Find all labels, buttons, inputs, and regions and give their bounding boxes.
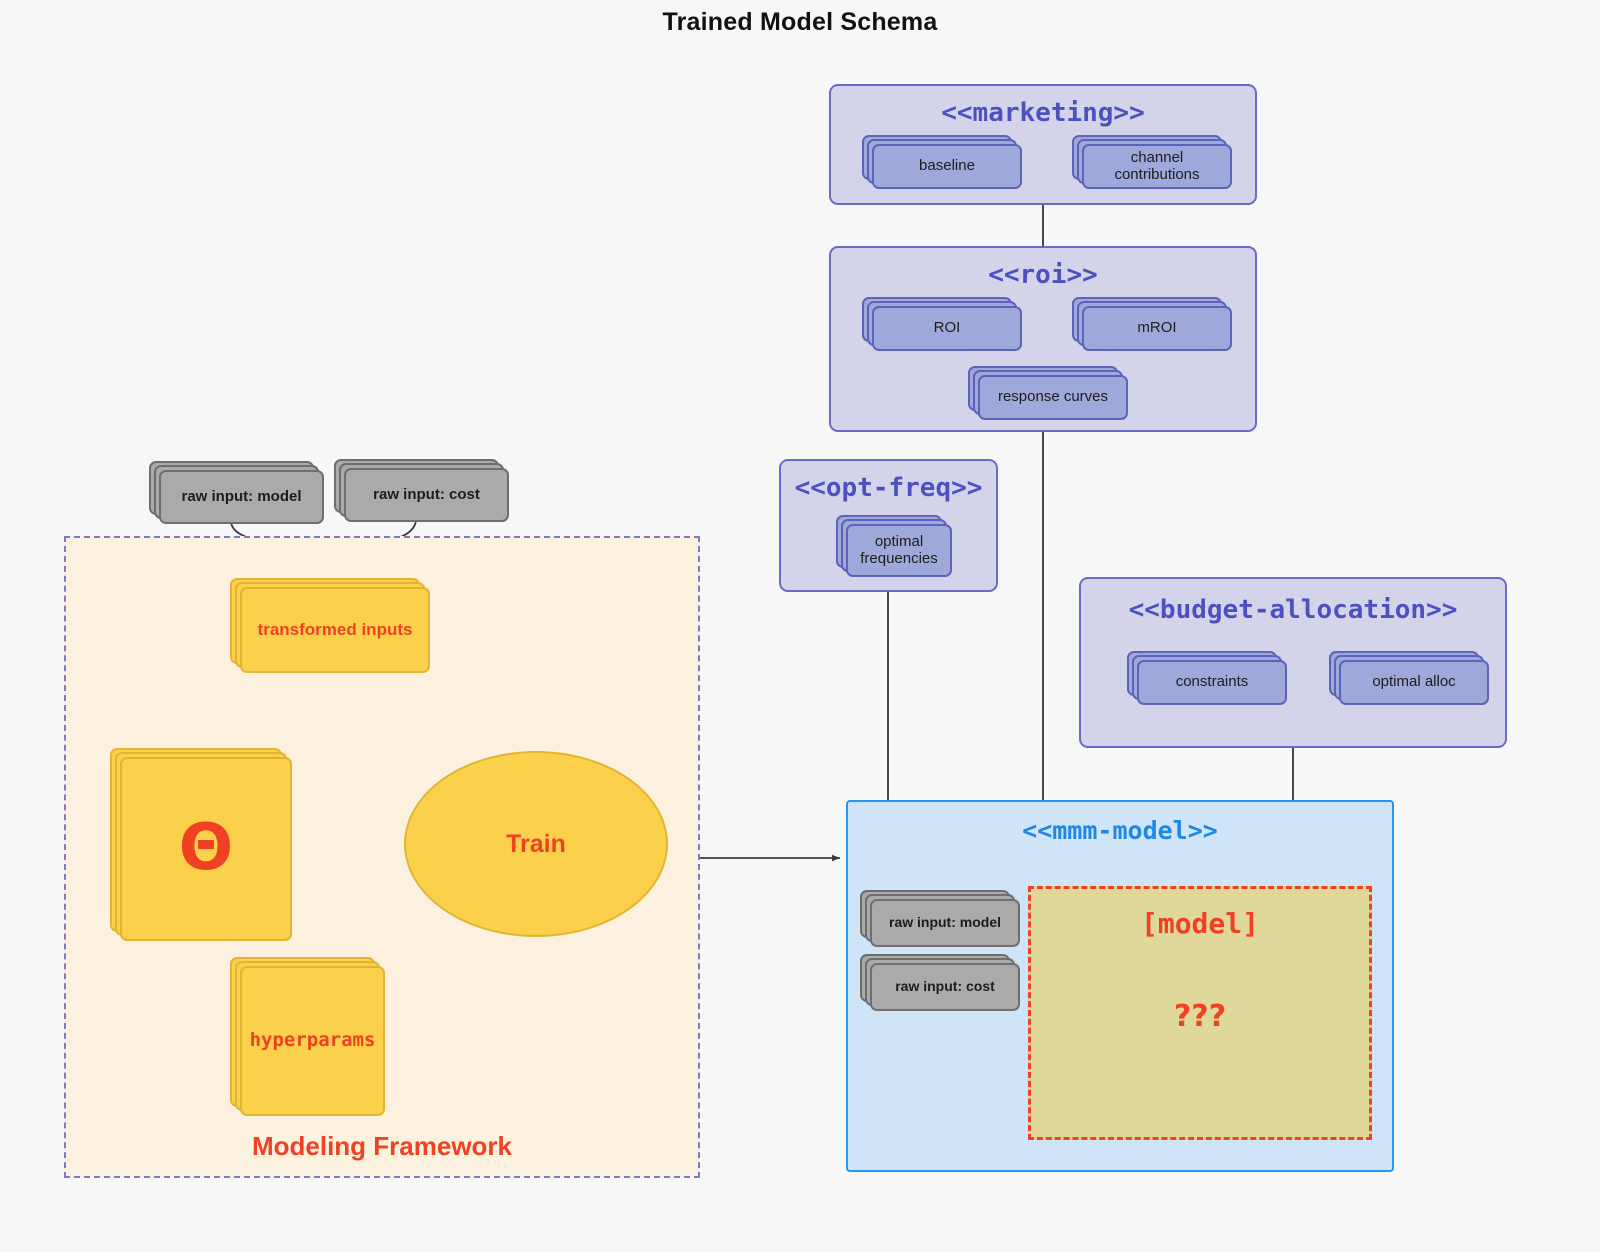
node-optimal-alloc[interactable]: optimal alloc [1329,651,1489,705]
package-marketing[interactable]: <<marketing>> baseline channel contribut… [829,84,1257,205]
node-optimal-frequencies-label: optimal frequencies [854,532,944,568]
node-baseline-label: baseline [919,157,975,175]
node-constraints-label: constraints [1175,673,1249,691]
node-constraints[interactable]: constraints [1127,651,1287,705]
node-mmm-raw-input-model-label: raw input: model [889,914,1001,931]
node-roi-label: ROI [933,319,961,337]
node-optimal-frequencies[interactable]: optimal frequencies [836,515,956,577]
node-optimal-alloc-label: optimal alloc [1372,673,1456,691]
node-raw-input-model-label: raw input: model [181,487,302,505]
model-placeholder-label: [model] [1140,907,1259,940]
node-raw-input-cost[interactable]: raw input: cost [334,459,510,523]
node-train-label: Train [506,829,566,858]
node-mmm-raw-input-cost[interactable]: raw input: cost [860,954,1022,1012]
node-theta[interactable]: Θ [110,748,292,942]
package-marketing-stereotype: <<marketing>> [941,98,1145,128]
package-budget-allocation-stereotype: <<budget-allocation>> [1128,595,1458,625]
model-unknown-region[interactable]: [model] ??? [1028,886,1372,1140]
node-transformed-inputs[interactable]: transformed inputs [230,578,430,674]
node-mroi[interactable]: mROI [1072,297,1232,351]
node-response-curves-label: response curves [997,388,1109,406]
page-title: Trained Model Schema [662,8,938,36]
package-budget-allocation[interactable]: <<budget-allocation>> constraints optima… [1079,577,1507,748]
node-mmm-raw-input-model[interactable]: raw input: model [860,890,1022,948]
node-train[interactable]: Train [404,751,668,937]
node-hyperparams[interactable]: hyperparams [230,957,385,1117]
package-roi-stereotype: <<roi>> [988,260,1098,290]
model-unknown-question: ??? [1173,999,1227,1034]
package-mmm-model[interactable]: <<mmm-model>> raw input: model raw input… [846,800,1394,1172]
node-optimal-frequencies-line1: optimal [874,532,924,550]
package-opt-freq-stereotype: <<opt-freq>> [794,473,983,503]
node-hyperparams-label: hyperparams [249,1029,376,1052]
node-response-curves[interactable]: response curves [968,366,1128,420]
package-roi[interactable]: <<roi>> ROI mROI response curves [829,246,1257,432]
node-raw-input-model[interactable]: raw input: model [149,461,325,525]
node-channel-contributions[interactable]: channel contributions [1072,135,1232,189]
node-optimal-frequencies-line2: frequencies [860,549,938,567]
node-transformed-inputs-label: transformed inputs [257,620,413,640]
node-roi[interactable]: ROI [862,297,1022,351]
node-channel-contributions-label: channel contributions [1114,148,1200,183]
node-theta-label: Θ [178,811,234,886]
modeling-framework-label: Modeling Framework [251,1131,513,1161]
package-mmm-model-stereotype: <<mmm-model>> [1022,816,1218,845]
node-baseline[interactable]: baseline [862,135,1022,189]
node-raw-input-cost-label: raw input: cost [373,485,480,503]
package-opt-freq[interactable]: <<opt-freq>> optimal frequencies [779,459,998,592]
node-mroi-label: mROI [1137,319,1177,337]
node-mmm-raw-input-cost-label: raw input: cost [895,978,995,995]
